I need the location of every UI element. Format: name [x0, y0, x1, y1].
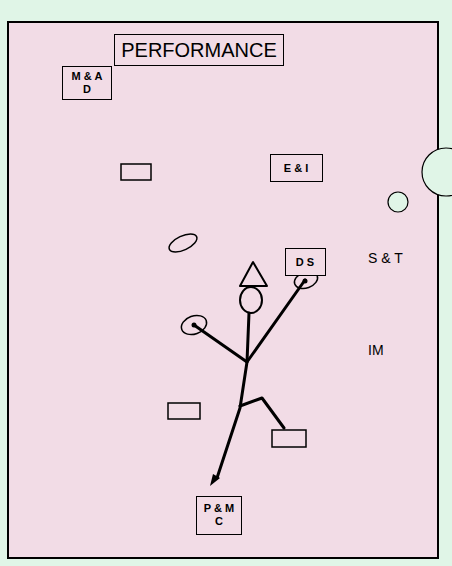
small-circle [388, 192, 408, 212]
process-box: P & M C [196, 496, 242, 535]
arrowhead [210, 474, 220, 486]
hand-dot [192, 323, 197, 328]
hand-dot [303, 279, 308, 284]
panel [8, 22, 438, 558]
title-box: PERFORMANCE [114, 34, 284, 66]
foot-box [272, 430, 306, 447]
box-label: P & M C [202, 502, 236, 527]
large-circle [422, 148, 452, 196]
box-label: M & A D [70, 70, 104, 95]
box-label: D S [296, 256, 314, 269]
empty-box [168, 403, 200, 419]
area-label: S & T [368, 250, 403, 266]
area-label: IM [368, 342, 384, 358]
process-box: E & I [270, 154, 323, 182]
box-label: E & I [284, 162, 308, 175]
title: PERFORMANCE [121, 39, 277, 62]
process-box: D S [285, 248, 326, 276]
stick-figure [194, 262, 305, 478]
empty-box [121, 164, 151, 180]
ellipse [166, 230, 199, 255]
process-box: M & A D [62, 66, 112, 100]
hand-ellipse [179, 312, 210, 338]
